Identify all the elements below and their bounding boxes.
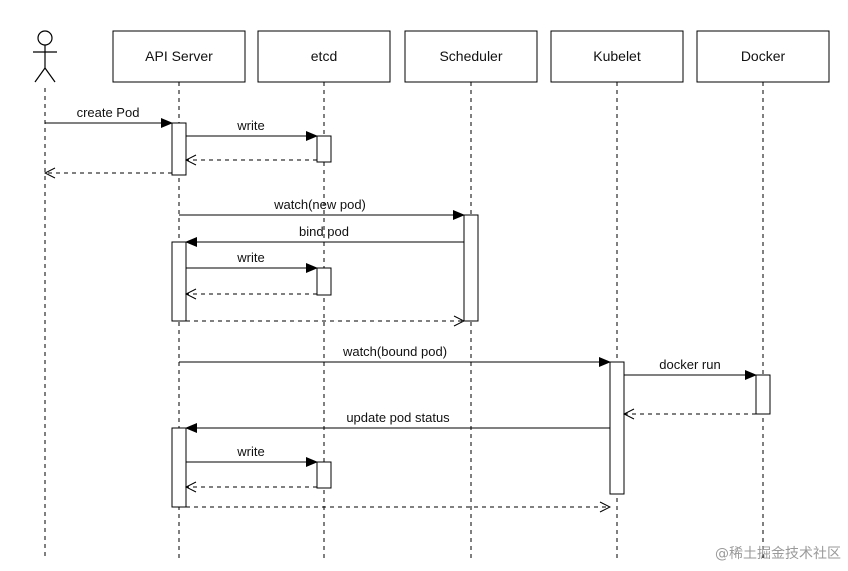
user-actor-icon <box>33 30 57 83</box>
activation-etcd-1 <box>316 135 332 163</box>
message-label-write-1: write <box>236 118 264 133</box>
message-label-write-2: write <box>236 250 264 265</box>
participant-label-kubelet: Kubelet <box>593 48 641 64</box>
participant-label-etcd: etcd <box>311 48 337 64</box>
activation-etcd-3 <box>316 461 332 489</box>
participant-box-etcd <box>257 30 391 83</box>
participant-label-scheduler: Scheduler <box>439 48 502 64</box>
message-label-write-3: write <box>236 444 264 459</box>
activation-api-server-1 <box>171 122 187 176</box>
activation-api-server-2 <box>171 241 187 322</box>
activation-docker <box>755 374 771 415</box>
message-label-watch-bound-pod: watch(bound pod) <box>342 344 447 359</box>
participant-label-docker: Docker <box>741 48 786 64</box>
participant-box-scheduler <box>404 30 538 83</box>
activation-kubelet <box>609 361 625 495</box>
participant-label-api-server: API Server <box>145 48 213 64</box>
activation-api-server-3 <box>171 427 187 508</box>
message-label-update-pod-status: update pod status <box>346 410 450 425</box>
watermark: @稀土掘金技术社区 <box>715 546 841 562</box>
participant-box-api-server <box>112 30 246 83</box>
message-label-bind-pod: bind pod <box>299 224 349 239</box>
message-label-create-pod: create Pod <box>77 105 140 120</box>
message-label-docker-run: docker run <box>659 357 720 372</box>
participant-box-docker <box>696 30 830 83</box>
message-label-watch-new-pod: watch(new pod) <box>273 197 366 212</box>
participant-box-kubelet <box>550 30 684 83</box>
activation-etcd-2 <box>316 267 332 296</box>
activation-scheduler <box>463 214 479 322</box>
